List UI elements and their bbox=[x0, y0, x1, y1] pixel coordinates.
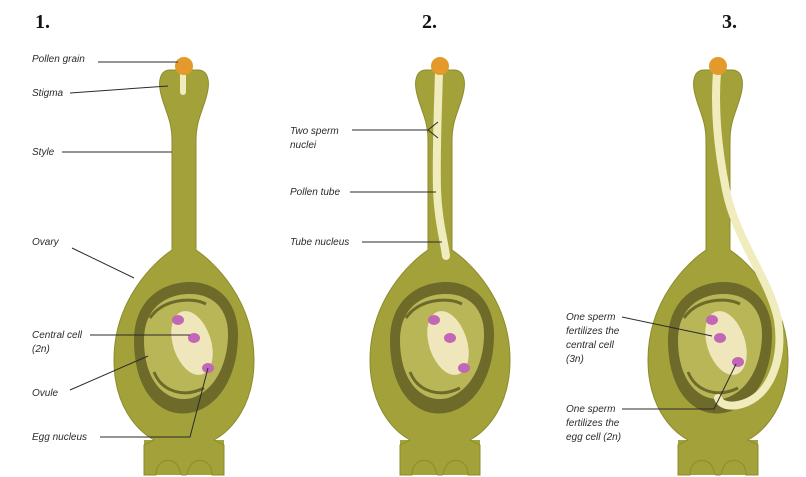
label-pollen-tube: Pollen tube bbox=[290, 187, 340, 198]
label-central-cell-ploidy: (2n) bbox=[32, 344, 50, 355]
fused-central-nucleus bbox=[714, 333, 726, 343]
panel-2: 2. Two sperm nuclei Pollen tube Tube nuc… bbox=[290, 11, 510, 475]
label-central-fert-4: (3n) bbox=[566, 354, 584, 365]
polar-nucleus-top bbox=[706, 315, 718, 325]
label-stigma: Stigma bbox=[32, 88, 64, 99]
label-egg-fert-2: fertilizes the bbox=[566, 418, 620, 429]
panel-1: 1. Pollen grain Stigma Style Ovary Centr… bbox=[32, 11, 254, 475]
pollen-grain bbox=[431, 57, 449, 75]
polar-nucleus-top bbox=[428, 315, 440, 325]
label-central-cell: Central cell bbox=[32, 330, 83, 341]
polar-nucleus-top bbox=[172, 315, 184, 325]
fertilized-egg-nucleus bbox=[732, 357, 744, 367]
label-pollen-grain: Pollen grain bbox=[32, 54, 85, 65]
panel-1-number: 1. bbox=[35, 11, 50, 33]
pistil-1 bbox=[114, 57, 254, 475]
label-central-fert-1: One sperm bbox=[566, 312, 615, 323]
panel-3: 3. One sperm fertilizes the central cell… bbox=[566, 11, 788, 475]
label-ovary: Ovary bbox=[32, 237, 60, 248]
panel-3-number: 3. bbox=[722, 11, 737, 33]
polar-nucleus-mid bbox=[444, 333, 456, 343]
label-style: Style bbox=[32, 147, 55, 158]
label-ovule: Ovule bbox=[32, 388, 59, 399]
label-tube-nucleus: Tube nucleus bbox=[290, 237, 349, 248]
label-central-fert-2: fertilizes the bbox=[566, 326, 620, 337]
egg-nucleus bbox=[458, 363, 470, 373]
pistil-2 bbox=[370, 57, 510, 475]
label-egg-nucleus: Egg nucleus bbox=[32, 432, 87, 443]
label-two-sperm: Two sperm bbox=[290, 126, 339, 137]
label-central-fert-3: central cell bbox=[566, 340, 615, 351]
label-egg-fert-3: egg cell (2n) bbox=[566, 432, 621, 443]
label-two-sperm-nuclei: nuclei bbox=[290, 140, 317, 151]
panel-2-number: 2. bbox=[422, 11, 437, 33]
pollen-grain bbox=[709, 57, 727, 75]
pistil-3 bbox=[648, 57, 788, 475]
pollen-grain bbox=[175, 57, 193, 75]
label-egg-fert-1: One sperm bbox=[566, 404, 615, 415]
